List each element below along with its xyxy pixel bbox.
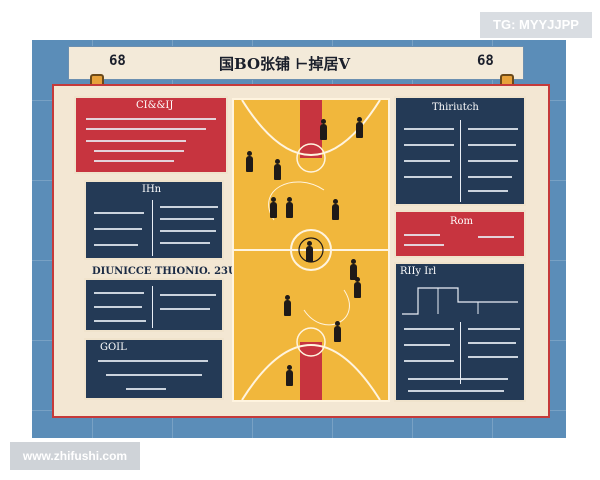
right-bottom-panel-title: RIIy Irl [400, 266, 437, 277]
left-big-label: DIUNICCE THIONIO. 23U [92, 266, 237, 277]
left-mid-panel-title: IHn [142, 184, 162, 195]
left-bottom-panel: GOIL [84, 338, 224, 400]
right-bottom-panel: RIIy Irl [394, 262, 526, 402]
player [306, 241, 313, 262]
left-bottom-panel-title: GOIL [100, 342, 127, 353]
right-top-panel-title: Thiriutch [432, 102, 479, 113]
right-red-panel: Rom [394, 210, 526, 258]
player [354, 277, 361, 298]
right-panel-sketch [402, 287, 518, 315]
header-bar: 68 国BO张铺 ⊢掉居V 68 [68, 46, 524, 80]
right-red-panel-title: Rom [450, 216, 474, 227]
header-right-tab: 68 [477, 53, 494, 69]
player [286, 197, 293, 218]
left-mid2-panel [84, 278, 224, 332]
player [334, 321, 341, 342]
player [284, 295, 291, 316]
left-mid-panel: IHn [84, 180, 224, 260]
watermark-top-right: TG: MYYJJPP [480, 12, 592, 38]
left-top-panel-title: CI&&IJ [136, 100, 174, 111]
court-lines [234, 100, 388, 400]
player [332, 199, 339, 220]
watermark-bottom-left: www.zhifushi.com [10, 442, 140, 470]
player [274, 159, 281, 180]
player [350, 259, 357, 280]
player [286, 365, 293, 386]
header-left-tab: 68 [109, 53, 126, 69]
basketball-court [232, 98, 390, 402]
player [320, 119, 327, 140]
player [246, 151, 253, 172]
player [356, 117, 363, 138]
player [270, 197, 277, 218]
left-top-panel: CI&&IJ [74, 96, 228, 174]
right-top-panel: Thiriutch [394, 96, 526, 206]
page-title: 国BO张铺 ⊢掉居V [219, 55, 351, 73]
